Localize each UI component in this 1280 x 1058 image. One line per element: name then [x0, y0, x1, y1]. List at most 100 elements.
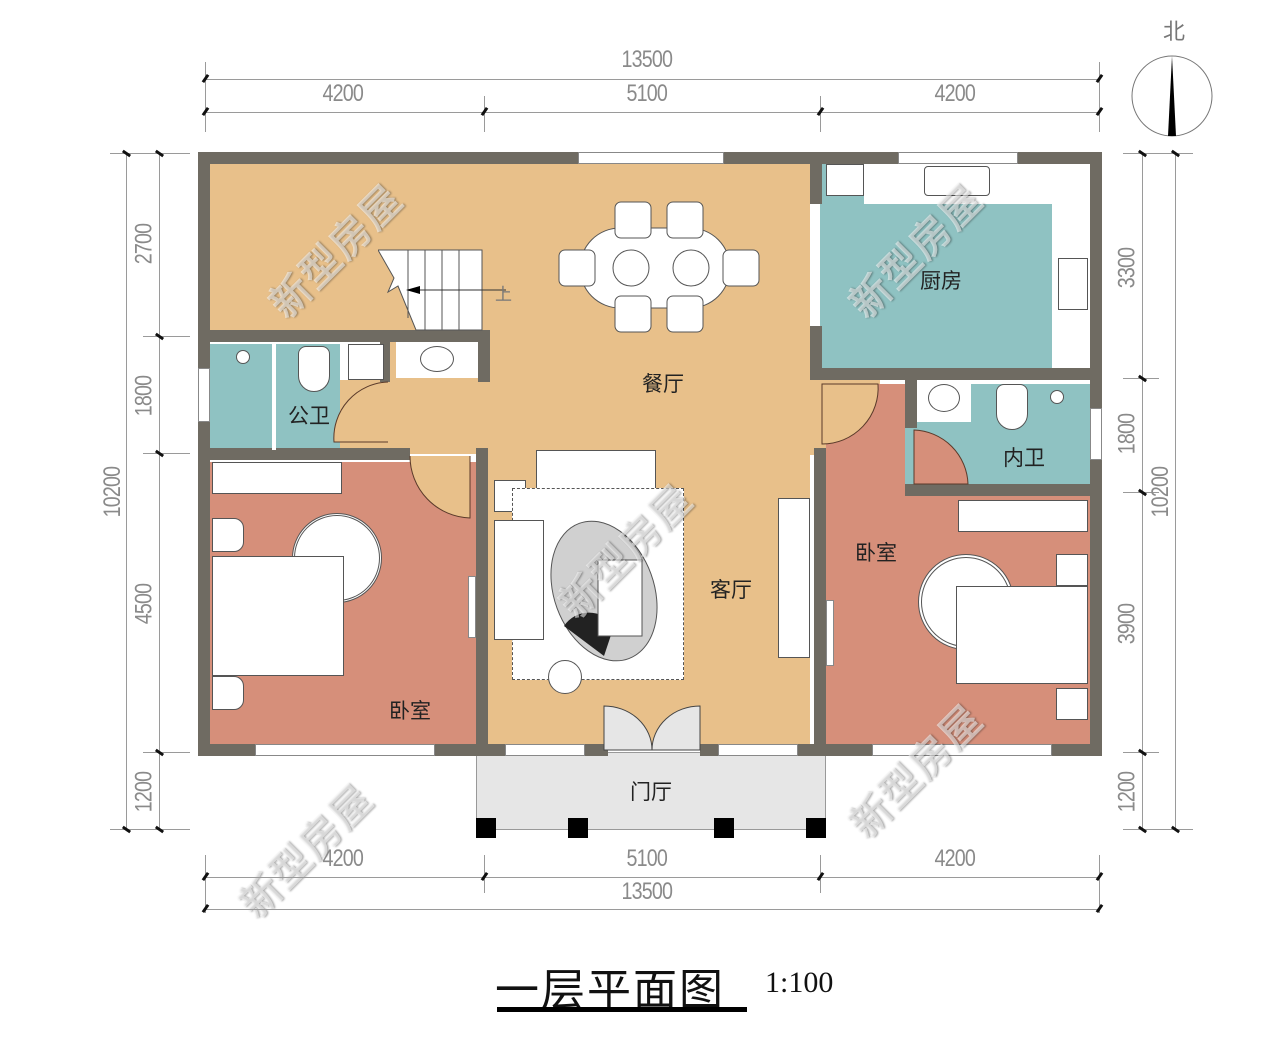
wall-bath-partition: [380, 342, 390, 382]
wall-ensuite-west: [905, 380, 917, 428]
room-label-foyer: 门厅: [630, 780, 672, 804]
refrigerator: [826, 164, 864, 196]
dim-ext-line: [143, 336, 190, 337]
wall-living-bedroom: [814, 448, 826, 748]
wardrobe: [212, 462, 342, 494]
dim-tick: [1170, 825, 1181, 834]
tv-panel: [826, 600, 834, 666]
dim-tick: [154, 825, 165, 834]
dim-line-segments: [205, 877, 1099, 878]
wall-bedroom-living: [476, 448, 488, 748]
room-label-public-bath: 公卫: [288, 404, 330, 428]
dim-right-total: 10200: [1146, 466, 1174, 518]
dim-right-seg-1: 3300: [1113, 247, 1141, 289]
dim-ext-line: [143, 752, 190, 753]
dim-right-seg-2: 1800: [1113, 413, 1141, 455]
wall-vanity: [478, 330, 490, 382]
nightstand: [212, 676, 244, 710]
door-bedroom-right[interactable]: [820, 382, 882, 450]
toilet-icon: [996, 384, 1028, 430]
north-arrow-icon: [1131, 55, 1213, 137]
dim-bottom-total: 13500: [621, 878, 673, 905]
floor-drain-icon: [1050, 390, 1064, 404]
dim-ext-line: [205, 62, 206, 132]
tv-cabinet: [778, 498, 810, 658]
dim-left-seg-4: 1200: [130, 771, 158, 813]
wardrobe: [958, 500, 1088, 532]
drawing-scale: 1:100: [765, 966, 834, 999]
washing-machine: [348, 344, 384, 380]
wall-bath-bedroom: [210, 448, 410, 460]
main-entrance-double-door[interactable]: [602, 704, 702, 752]
dim-ext-line: [1123, 153, 1193, 154]
kitchen-sink: [924, 166, 990, 196]
dim-top-seg-3: 4200: [934, 80, 975, 107]
door-ensuite[interactable]: [912, 428, 972, 488]
window-dining: [578, 152, 724, 164]
dim-tick: [1137, 825, 1148, 834]
dim-line-total: [1175, 153, 1176, 829]
wall-stair-bath: [210, 330, 490, 342]
nightstand: [1056, 554, 1088, 586]
nightstand: [1056, 688, 1088, 720]
washbasin-icon: [420, 346, 454, 372]
pillar: [476, 818, 496, 838]
dim-right-seg-4: 1200: [1113, 771, 1141, 813]
window-bedroom-left: [255, 744, 435, 756]
window-ensuite: [1090, 408, 1102, 460]
room-label-dining: 餐厅: [642, 372, 684, 396]
wall-kitchen-south: [810, 368, 1102, 380]
dim-left-seg-2: 1800: [130, 375, 158, 417]
coffee-table-rug: [550, 520, 658, 662]
wall-west: [198, 152, 210, 756]
dim-top-seg-2: 5100: [626, 80, 667, 107]
dim-top-seg-1: 4200: [322, 80, 363, 107]
bed-left: [212, 556, 344, 676]
washbasin-icon: [928, 384, 960, 412]
dim-ext-line: [1099, 62, 1100, 132]
room-label-ensuite-bath: 内卫: [1003, 446, 1045, 470]
door-public-bath[interactable]: [330, 380, 390, 448]
dim-line-segments: [159, 153, 160, 829]
shower-partition: [272, 344, 276, 450]
gas-stove: [1058, 258, 1088, 310]
window-kitchen: [898, 152, 1018, 164]
room-label-living: 客厅: [710, 578, 752, 602]
floor-drain-icon: [236, 350, 250, 364]
dim-ext-line: [110, 829, 190, 830]
tv-panel: [468, 576, 476, 638]
dim-ext-line: [205, 855, 206, 913]
foyer-fill: [476, 752, 826, 830]
title-underline: [497, 1007, 747, 1012]
dim-ext-line: [110, 153, 190, 154]
wall-ensuite-south: [905, 484, 1102, 496]
door-bedroom-left[interactable]: [408, 454, 478, 524]
pillar: [714, 818, 734, 838]
dining-table[interactable]: [555, 192, 770, 342]
dim-top-total: 13500: [621, 46, 673, 73]
dim-left-seg-1: 2700: [130, 223, 158, 265]
wall-kitchen-west: [810, 152, 822, 204]
window-public-bath: [198, 368, 210, 422]
room-label-kitchen: 厨房: [920, 269, 962, 293]
wall-kitchen-west: [810, 326, 822, 378]
dim-ext-line: [143, 453, 190, 454]
stairs-up-label: 上: [495, 285, 512, 305]
toilet-icon: [298, 346, 330, 392]
room-label-bedroom-right: 卧室: [855, 541, 897, 565]
window-living-left: [505, 744, 585, 756]
dim-bottom-seg-2: 5100: [626, 845, 667, 872]
window-bedroom-right: [872, 744, 1052, 756]
sofa: [494, 520, 544, 640]
compass-north-label: 北: [1163, 20, 1186, 45]
dim-bottom-seg-3: 4200: [934, 845, 975, 872]
staircase[interactable]: [378, 248, 528, 332]
nightstand: [212, 518, 244, 552]
dim-right-seg-3: 3900: [1113, 603, 1141, 645]
dim-line-total: [205, 79, 1099, 80]
room-label-bedroom-left: 卧室: [389, 699, 431, 723]
dim-left-seg-3: 4500: [130, 583, 158, 625]
dim-line-segments: [205, 112, 1099, 113]
window-living-right: [718, 744, 798, 756]
pillar: [806, 818, 826, 838]
